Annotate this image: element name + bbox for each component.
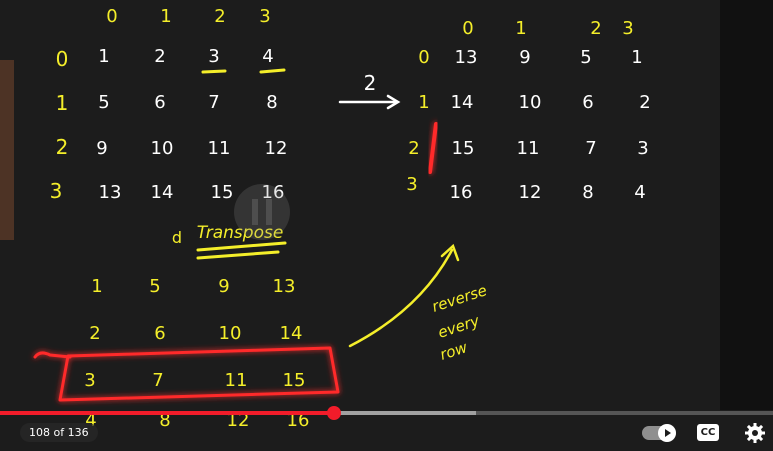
rotated-cell: 7 [585, 138, 596, 159]
cc-icon: CC [700, 427, 716, 438]
transposed-cell: 3 [84, 370, 95, 391]
transpose-marker: d [172, 228, 182, 247]
rotated-cell: 1 [631, 47, 642, 68]
transposed-cell: 5 [149, 276, 160, 297]
row-header-right: 2 [408, 138, 419, 159]
transposed-cell: 13 [273, 276, 296, 297]
underline-mark [196, 250, 280, 260]
autoplay-toggle[interactable] [642, 424, 676, 442]
rotated-cell: 9 [519, 47, 530, 68]
scrubber-handle[interactable] [326, 406, 341, 420]
pause-overlay-icon [234, 184, 290, 240]
row-header-left: 3 [50, 179, 63, 203]
rotated-cell: 16 [450, 182, 473, 203]
col-header-left: 1 [160, 6, 171, 27]
transposed-cell: 4 [85, 410, 96, 431]
settings-button[interactable] [743, 421, 767, 445]
transposed-cell: 8 [159, 410, 170, 431]
matrix-cell: 16 [262, 182, 285, 203]
matrix-cell: 8 [266, 92, 277, 113]
transposed-cell: 2 [89, 323, 100, 344]
row-header-right: 3 [406, 174, 417, 195]
matrix-cell: 15 [211, 182, 234, 203]
transposed-cell: 7 [152, 370, 163, 391]
transposed-cell: 12 [227, 410, 250, 431]
rotated-cell: 10 [519, 92, 542, 113]
matrix-cell: 14 [151, 182, 174, 203]
matrix-cell: 6 [154, 92, 165, 113]
arrow-label: 2 [364, 71, 377, 95]
chapter-counter[interactable]: 108 of 136 [20, 423, 98, 442]
underline-mark [201, 69, 227, 74]
col-header-right: 3 [622, 18, 633, 39]
progress-played [0, 411, 334, 415]
matrix-cell: 7 [208, 92, 219, 113]
underline-mark [259, 68, 286, 74]
underline-mark [196, 241, 287, 252]
matrix-cell: 13 [99, 182, 122, 203]
matrix-cell: 11 [208, 138, 231, 159]
matrix-cell: 10 [151, 138, 174, 159]
row-header-left: 0 [56, 47, 69, 71]
matrix-cell: 9 [96, 138, 107, 159]
play-icon [658, 424, 676, 442]
row-header-left: 2 [56, 135, 69, 159]
matrix-cell: 12 [265, 138, 288, 159]
transposed-cell: 10 [219, 323, 242, 344]
rotated-cell: 6 [582, 92, 593, 113]
col-header-left: 0 [106, 6, 117, 27]
matrix-cell: 4 [262, 46, 273, 67]
curved-arrow [348, 248, 454, 348]
matrix-cell: 3 [208, 46, 219, 67]
transposed-cell: 6 [154, 323, 165, 344]
row-header-left: 1 [56, 91, 69, 115]
rotated-cell: 3 [637, 138, 648, 159]
red-highlight-box [33, 346, 340, 402]
red-bracket-mark [428, 122, 438, 174]
matrix-cell: 2 [154, 46, 165, 67]
cc-button[interactable]: CC [697, 424, 719, 441]
col-header-right: 1 [515, 18, 526, 39]
transposed-cell: 11 [225, 370, 248, 391]
row-header-right: 0 [418, 47, 429, 68]
row-header-right: 1 [418, 92, 429, 113]
col-header-left: 3 [259, 6, 270, 27]
progress-bar[interactable] [0, 406, 773, 420]
arrow-head [386, 94, 401, 110]
matrix-cell: 1 [98, 46, 109, 67]
rotated-cell: 11 [517, 138, 540, 159]
matrix-cell: 5 [98, 92, 109, 113]
rotated-cell: 5 [580, 47, 591, 68]
transpose-label: Transpose [197, 223, 284, 243]
rotated-cell: 12 [519, 182, 542, 203]
rotated-cell: 8 [582, 182, 593, 203]
transposed-cell: 14 [280, 323, 303, 344]
col-header-right: 2 [590, 18, 601, 39]
rotated-cell: 15 [452, 138, 475, 159]
col-header-left: 2 [214, 6, 225, 27]
rotated-cell: 13 [455, 47, 478, 68]
transposed-cell: 15 [283, 370, 306, 391]
arrow-head [440, 243, 460, 262]
col-header-right: 0 [462, 18, 473, 39]
rotated-cell: 14 [451, 92, 474, 113]
transposed-cell: 16 [287, 410, 310, 431]
player-controls-right: CC [633, 421, 773, 447]
transposed-cell: 9 [218, 276, 229, 297]
settings-gear-icon [745, 423, 765, 443]
rotated-cell: 4 [634, 182, 645, 203]
rotated-cell: 2 [639, 92, 650, 113]
transposed-cell: 1 [91, 276, 102, 297]
